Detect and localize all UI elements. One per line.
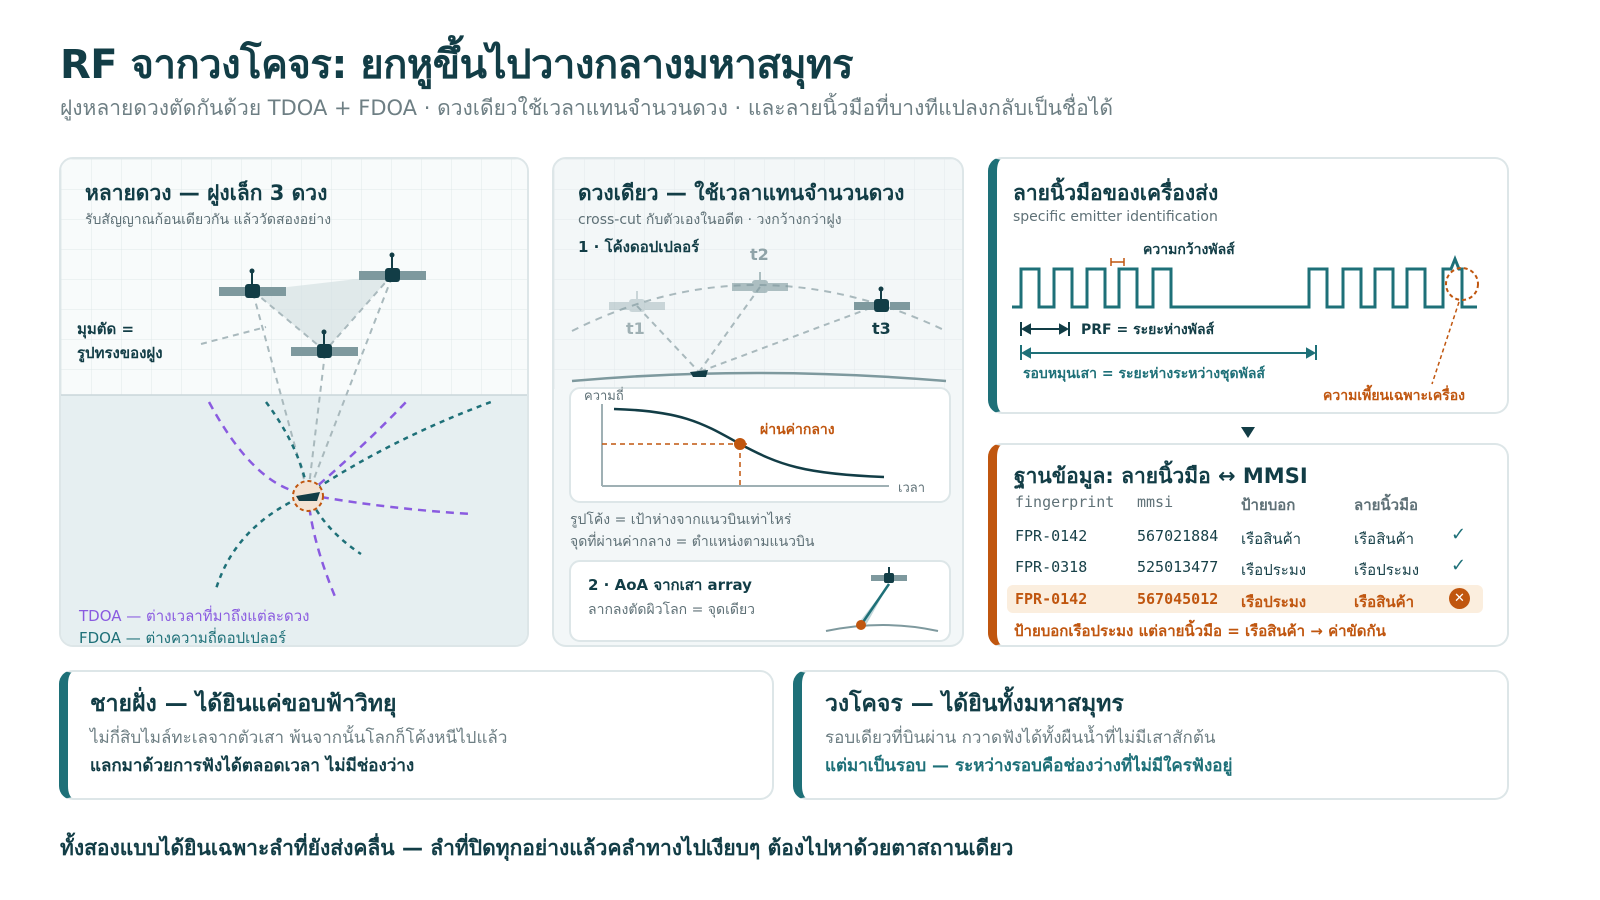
- orbit-line2: แต่มาเป็นรอบ — ระหว่างรอบคือช่องว่างที่ไ…: [825, 756, 1233, 776]
- time-axis-label: เวลา: [898, 481, 926, 496]
- aoa-section-title: 2 · AoA จากเสา array: [588, 576, 752, 594]
- multi-satellite-title: หลายดวง — ฝูงเล็ก 3 ดวง: [85, 181, 328, 205]
- ship-icon: [296, 492, 320, 501]
- prf-label: PRF = ระยะห่างพัลส์: [1081, 322, 1215, 338]
- cell-fingerprint: FPR-0142: [1015, 590, 1088, 608]
- coast-card: [59, 670, 774, 800]
- orbit-line1: รอบเดียวที่บินผ่าน กวาดฟังได้ทั้งผืนน้ำท…: [825, 728, 1216, 748]
- frequency-axis-label: ความถี่: [584, 389, 624, 404]
- pulse-width-label: ความกว้างพัลส์: [1143, 242, 1235, 258]
- cell-print: เรือสินค้า: [1354, 593, 1415, 611]
- header-print: ลายนิ้วมือ: [1354, 496, 1418, 514]
- table-row: FPR-0318 525013477 เรือประมง เรือประมง ✓: [1015, 553, 1487, 581]
- multi-satellite-diagram: [61, 159, 527, 645]
- header-fingerprint: fingerprint: [1015, 493, 1115, 511]
- header-mmsi: mmsi: [1137, 493, 1174, 511]
- cell-fingerprint: FPR-0318: [1015, 558, 1088, 576]
- ship-icon: [690, 370, 708, 377]
- footer-note: ทั้งสองแบบได้ยินเฉพาะลำที่ยังส่งคลื่น — …: [60, 836, 1014, 860]
- deviation-marker: [1445, 267, 1479, 301]
- cell-mmsi: 567045012: [1137, 590, 1219, 608]
- cell-print: เรือประมง: [1354, 561, 1420, 579]
- satellite-icon: [219, 268, 286, 298]
- database-title: ฐานข้อมูล: ลายนิ้วมือ ↔ MMSI: [1014, 464, 1308, 488]
- satellite-icon: [359, 252, 426, 282]
- t3-label: t3: [872, 319, 891, 338]
- cell-label: เรือประมง: [1241, 593, 1307, 611]
- cell-fingerprint: FPR-0142: [1015, 527, 1088, 545]
- fingerprint-title: ลายนิ้วมือของเครื่องส่ง: [1013, 181, 1219, 205]
- satellite-icon-t3: [854, 286, 910, 312]
- cell-label: เรือสินค้า: [1241, 530, 1302, 548]
- curve-note-midpoint: จุดที่ผ่านค่ากลาง = ตำแหน่งตามแนวบิน: [570, 534, 815, 550]
- tdoa-curve: [307, 401, 407, 495]
- midpoint-marker: [734, 438, 746, 450]
- tdoa-curve: [320, 495, 472, 516]
- tdoa-legend: TDOA — ต่างเวลาที่มาถึงแต่ละดวง: [79, 607, 310, 625]
- aoa-box: [569, 560, 951, 642]
- angle-label-shape: รูปทรงของฝูง: [77, 344, 163, 362]
- satellite-icon: [291, 329, 358, 358]
- angle-label: มุมตัด =: [77, 320, 135, 338]
- curve-note-shape: รูปโค้ง = เป้าห่างจากแนวบินเท่าไหร่: [570, 512, 792, 528]
- fdoa-legend: FDOA — ต่างความถี่ดอปเปลอร์: [79, 629, 287, 647]
- single-satellite-title: ดวงเดียว — ใช้เวลาแทนจำนวนดวง: [578, 181, 905, 205]
- midpoint-label: ผ่านค่ากลาง: [760, 422, 835, 438]
- coast-line2: แลกมาด้วยการฟังได้ตลอดเวลา ไม่มีช่องว่าง: [90, 756, 415, 776]
- coast-title: ชายฝั่ง — ได้ยินแค่ขอบฟ้าวิทยุ: [90, 691, 397, 717]
- page-subtitle: ฝูงหลายดวงตัดกันด้วย TDOA + FDOA · ดวงเด…: [60, 96, 1113, 120]
- t2-label: t2: [750, 245, 769, 264]
- header-label: ป้ายบอก: [1241, 496, 1296, 514]
- doppler-chart-box: [569, 387, 951, 503]
- cell-mmsi: 567021884: [1137, 527, 1219, 545]
- check-icon: ✓: [1451, 524, 1467, 545]
- orbit-card: [793, 670, 1509, 800]
- deviation-label: ความเพี้ยนเฉพาะเครื่อง: [1323, 388, 1465, 404]
- fdoa-curve: [214, 492, 309, 590]
- cell-print: เรือสินค้า: [1354, 530, 1415, 548]
- doppler-section-title: 1 · โค้งดอปเปลอร์: [578, 238, 700, 256]
- table-row-conflict: FPR-0142 567045012 เรือประมง เรือสินค้า …: [1007, 585, 1483, 613]
- pulse-train-diagram: [1012, 254, 1479, 385]
- aoa-note: ลากลงตัดผิวโลก = จุดเดียว: [588, 602, 756, 618]
- single-satellite-subtitle: cross-cut กับตัวเองในอดีต · วงกว้างกว่าฝ…: [578, 212, 842, 228]
- fingerprint-subtitle: specific emitter identification: [1013, 209, 1218, 225]
- conflict-icon: ✕: [1449, 588, 1470, 609]
- cell-mmsi: 525013477: [1137, 558, 1219, 576]
- table-row: FPR-0142 567021884 เรือสินค้า เรือสินค้า…: [1015, 522, 1487, 550]
- multi-satellite-panel: หลายดวง — ฝูงเล็ก 3 ดวง รับสัญญาณก้อนเดี…: [59, 157, 529, 647]
- fingerprint-panel: ลายนิ้วมือของเครื่องส่ง specific emitter…: [988, 157, 1509, 414]
- satellite-icon-aoa: [871, 567, 907, 583]
- down-arrow-icon: [1241, 427, 1255, 438]
- doppler-pass-diagram: [554, 159, 962, 642]
- check-icon: ✓: [1451, 555, 1467, 576]
- fdoa-curve: [307, 400, 492, 496]
- t1-label: t1: [626, 319, 645, 338]
- database-panel: [988, 443, 1509, 647]
- page-title: RF จากวงโคจร: ยกหูขึ้นไปวางกลางมหาสมุทร: [60, 42, 853, 88]
- cell-label: เรือประมง: [1241, 561, 1307, 579]
- single-satellite-panel: ดวงเดียว — ใช้เวลาแทนจำนวนดวง cross-cut …: [552, 157, 964, 647]
- orbit-title: วงโคจร — ได้ยินทั้งมหาสมุทร: [825, 691, 1124, 717]
- conflict-conclusion: ป้ายบอกเรือประมง แต่ลายนิ้วมือ = เรือสิน…: [1014, 622, 1386, 640]
- formation-triangle: [253, 275, 392, 351]
- multi-satellite-subtitle: รับสัญญาณก้อนเดียวกัน แล้ววัดสองอย่าง: [85, 212, 332, 228]
- satellite-icon-t1: [609, 291, 665, 312]
- earth-surface: [571, 371, 947, 383]
- pulse-train: [1012, 254, 1477, 309]
- rotation-label: รอบหมุนเสา = ระยะห่างระหว่างชุดพัลส์: [1023, 366, 1265, 382]
- orbit-arc: [571, 284, 947, 332]
- satellite-icon-t2: [732, 272, 788, 293]
- coast-line1: ไม่กี่สิบไมล์ทะเลจากตัวเสา พ้นจากนั้นโลก…: [90, 728, 508, 748]
